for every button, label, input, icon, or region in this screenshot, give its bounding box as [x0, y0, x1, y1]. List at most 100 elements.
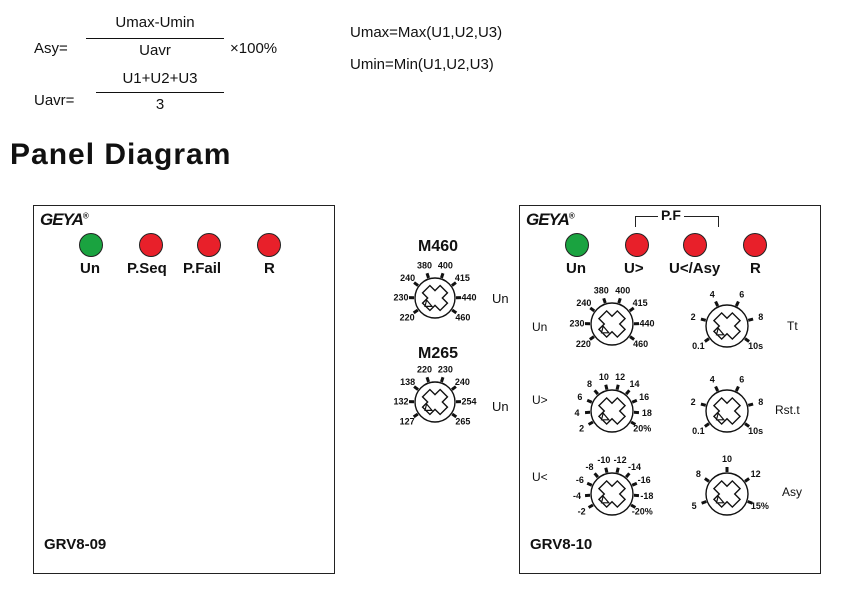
knob-tick-label: 415 [633, 298, 648, 308]
knob-arrow-icon [600, 324, 611, 334]
knob-tick-label: 440 [461, 293, 476, 303]
knob-tick-mark [630, 420, 637, 426]
knob-tick-label: 10 [722, 454, 732, 464]
led-r [257, 233, 281, 257]
knob-tick-label: 220 [417, 365, 432, 375]
knob-tick-mark [714, 300, 720, 307]
led-un [565, 233, 589, 257]
knob-tick-mark [440, 272, 445, 279]
knob-tick-label: 240 [576, 298, 591, 308]
brand-text-right: GEYA [526, 210, 570, 229]
brand-text: GEYA [40, 210, 84, 229]
umin-formula: Umin=Min(U1,U2,U3) [350, 56, 494, 73]
knob-tick-mark [589, 335, 595, 341]
knob-tick-mark [413, 385, 419, 391]
knob-tick-label: 5 [692, 501, 697, 511]
umax-formula: Umax=Max(U1,U2,U3) [350, 24, 503, 41]
knob-tick-mark [451, 308, 458, 315]
knob-tick-label: 6 [739, 289, 744, 299]
knob-asy[interactable]: 5 8 10 12 15% [672, 452, 782, 528]
knob-tick-label: 4 [710, 289, 715, 299]
knob-tick-label: 6 [739, 374, 744, 384]
knob-tick-label: 2 [691, 397, 696, 407]
knob-tick-mark [425, 376, 430, 383]
knob-arrow-icon [424, 402, 434, 411]
knob-tick-label: 14 [629, 379, 639, 389]
knob-tick-label: 440 [639, 319, 654, 329]
led-label-u-over: U> [624, 260, 644, 277]
knob-tick-label: -2 [578, 507, 586, 517]
knob-tick-label: 240 [400, 273, 415, 283]
knob-tick-mark [744, 477, 750, 483]
knob-m460-side-label: Un [492, 291, 509, 306]
led-label-un: Un [566, 260, 586, 277]
asy-lhs: Asy= [34, 40, 68, 57]
knob-tick-label: 380 [417, 261, 432, 271]
knob-m265-title: M265 [418, 345, 459, 362]
knob-tick-label: 10 [599, 372, 609, 382]
knob-tick-label: 8 [696, 469, 701, 479]
knob-tick-label: -12 [614, 455, 627, 465]
knob-tick-mark [734, 385, 740, 392]
uavr-fraction-line [96, 92, 224, 93]
knob-tick-mark [624, 472, 631, 479]
knob-tick-mark [628, 306, 635, 313]
knob-tick-label: 400 [438, 261, 453, 271]
knob-tick-label: 4 [710, 374, 715, 384]
asy-denominator: Uavr [139, 42, 171, 59]
knob-tick-mark [451, 385, 457, 391]
brand-logo: GEYA® [40, 210, 89, 230]
knob-tick-label: 254 [461, 397, 476, 407]
knob-tick-mark [425, 272, 430, 279]
model-label: GRV8-10 [530, 536, 593, 553]
led-label-pfail: P.Fail [183, 260, 222, 277]
knob-tick-label: 0.1 [692, 341, 705, 351]
led-label-r: R [264, 260, 275, 277]
knob-tick-mark [704, 422, 710, 428]
knob-tick-label: -18 [640, 491, 653, 501]
knob-tick-mark [412, 308, 419, 315]
knob-tick-mark [704, 477, 710, 483]
knob-tick-label: 12 [751, 469, 761, 479]
knob-tick-label: 127 [400, 417, 415, 427]
uavr-denominator: 3 [155, 96, 165, 113]
knob-tick-mark [704, 337, 710, 343]
knob-tick-label: 400 [615, 286, 630, 296]
knob-tick-label: -10 [597, 455, 610, 465]
knob-arrow-icon [600, 411, 611, 421]
knob-tick-label: 8 [758, 397, 763, 407]
knob-tick-label: -20% [632, 507, 653, 517]
knob-tick-mark [630, 503, 637, 509]
asy-numerator: Umax-Umin [115, 14, 195, 31]
brand-mark-right: ® [568, 211, 575, 221]
knob-tick-mark [451, 412, 458, 419]
asy-tail: ×100% [230, 40, 278, 57]
knob-arrow-icon [424, 298, 434, 307]
knob-tick-label: 460 [455, 313, 470, 323]
knob-tick-mark [615, 384, 620, 390]
knob-tick-mark [700, 317, 707, 322]
knob-tick-label: 15% [751, 501, 769, 511]
knob-tick-label: 0.1 [692, 426, 705, 436]
uavr-numerator: U1+U2+U3 [122, 70, 198, 87]
knob-u-over-label: U> [532, 393, 548, 407]
knob-tick-label: 8 [758, 312, 763, 322]
knob-tick-label: 4 [575, 408, 580, 418]
knob-tick-label: 230 [569, 319, 584, 329]
knob-tick-label: 230 [438, 365, 453, 375]
knob-tick-mark [744, 337, 750, 343]
knob-asy-label: Asy [782, 485, 803, 499]
brand-logo-right: GEYA® [526, 210, 575, 230]
knob-tick-label: 415 [455, 273, 470, 283]
knob-tick-mark [586, 481, 593, 487]
led-u-under-asy [683, 233, 707, 257]
knob-tick-mark [631, 481, 638, 487]
knob-u-under[interactable]: -2-4-6-8-10-12-14-16-18-20% [550, 452, 670, 528]
panel-grv8-09: GEYA® Un P.Seq P.Fail R GRV8-09 [33, 205, 335, 574]
